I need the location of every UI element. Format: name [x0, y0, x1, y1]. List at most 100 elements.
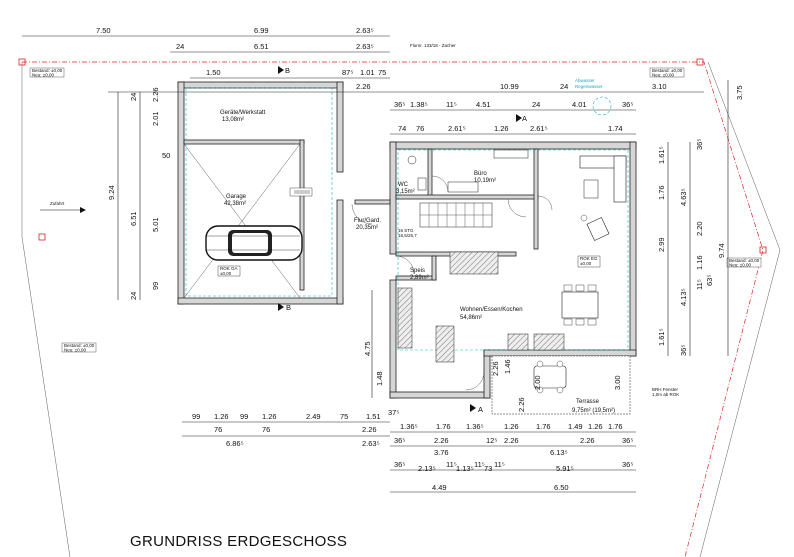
- dimension-label: 74: [398, 124, 406, 133]
- dimension-label: 4.63⁵: [679, 188, 688, 206]
- dimension-label: 1.13⁵: [456, 464, 474, 473]
- dimension-label: 4.13⁵: [679, 288, 688, 306]
- dimension-label: 2.26: [362, 425, 377, 434]
- dimension-label: 2.61⁵: [530, 124, 548, 133]
- dimension-label: 36⁵: [394, 436, 405, 445]
- drain-label-2: Regenwasser: [575, 84, 603, 89]
- dimension-label: 36⁵: [695, 139, 704, 150]
- dimension-label: 6.50: [554, 483, 569, 492]
- dimension-label: 3.10: [652, 82, 667, 91]
- dimension-label: 1.26: [262, 412, 277, 421]
- drawing-title: GRUNDRISS ERDGESCHOSS: [130, 533, 347, 550]
- dimension-label: 3.75: [735, 85, 744, 100]
- sideboard: [533, 333, 565, 351]
- dimension-label: 1.61⁵: [657, 146, 666, 164]
- room-area-wc: 3,15m²: [396, 189, 415, 195]
- parcel-label: Flurnr. 133/18 - Zacher: [410, 43, 456, 48]
- dimension-label: 2.01: [151, 111, 160, 126]
- room-name-living: Wohnen/Essen/Kochen: [460, 307, 523, 313]
- room-name-hall: Flur/Gard.: [354, 218, 381, 224]
- dimension-label: 2.99: [657, 237, 666, 252]
- kitchen-island: [435, 325, 455, 363]
- dimension-label: 24: [129, 292, 138, 300]
- dimension-label: 6.13⁵: [550, 448, 568, 457]
- room-name-pantry: Speis: [410, 268, 425, 274]
- dimension-label: 1.50: [206, 68, 221, 77]
- dimension-label: 11⁵: [695, 279, 704, 290]
- dimension-label: Neu: ±0,00: [729, 263, 751, 268]
- room-area-living: 54,86m²: [460, 315, 482, 321]
- dimension-label: 2.61⁵: [448, 124, 466, 133]
- room-area-garage: 42,38m²: [224, 201, 246, 207]
- room-area-office: 10,19m²: [474, 178, 496, 184]
- dimension-label: 36⁵: [679, 345, 688, 356]
- dimension-label: 3.00: [613, 375, 622, 390]
- room-name-office: Büro: [474, 171, 487, 177]
- room-area-pantry: 2,89m²: [410, 275, 429, 281]
- room-area-terrace: 9,75m² (19,5m²): [572, 408, 615, 414]
- section-marker-a-bottom: A: [470, 404, 483, 414]
- dimension-label: 11⁵: [494, 460, 505, 469]
- garage-walls: [177, 81, 344, 305]
- dimension-label: 4.49: [432, 483, 447, 492]
- dimension-label: 1.48: [375, 371, 384, 386]
- garage-outline: [185, 87, 333, 297]
- dimension-label: 50: [162, 151, 170, 160]
- dimension-label: Neu: ±0,00: [652, 73, 674, 78]
- dimension-label: 2.26: [504, 436, 519, 445]
- sofa: [579, 155, 627, 203]
- kitchen-counter-top: [449, 251, 499, 275]
- corner-tag-top-left: Bestand: ±0,00 Neu: ±0,00: [29, 67, 65, 78]
- dimension-label: 2.26: [517, 397, 526, 412]
- dimension-label: 99: [240, 412, 248, 421]
- dimension-label: 76: [262, 425, 270, 434]
- dimension-label: 1.46: [503, 359, 512, 374]
- dimension-label: 99: [151, 282, 160, 290]
- dimension-label: 2.26: [580, 436, 595, 445]
- dimension-label: 2.00: [533, 375, 542, 390]
- dimension-label: 1.76: [608, 422, 623, 431]
- dimension-label: Bestand: ±0,00: [64, 343, 95, 348]
- dimension-label: 3.76: [434, 448, 449, 457]
- terrace: [491, 355, 631, 415]
- entrance-arrow-icon: [40, 207, 86, 213]
- dimension-label: 2.63⁵: [362, 439, 380, 448]
- dimension-label: 2.26: [491, 361, 500, 376]
- dimension-label: 75: [340, 412, 348, 421]
- dimension-label: 73: [484, 464, 492, 473]
- corner-tag-right: Bestand: ±0,00 Neu: ±0,00: [726, 257, 762, 268]
- dimension-label: 9.74: [717, 243, 726, 258]
- dimension-label: 1.61⁵: [657, 328, 666, 346]
- dimension-label: Bestand: ±0,00: [729, 258, 760, 263]
- dimension-label: 5.91⁵: [556, 464, 574, 473]
- dimension-label: 6.51: [129, 211, 138, 226]
- dimension-label: 76: [214, 425, 222, 434]
- toilet-icon: [407, 155, 417, 165]
- dining-table: [561, 284, 599, 326]
- dimension-label: Bestand: ±0,00: [32, 68, 63, 73]
- cabinet: [507, 333, 529, 351]
- dimension-label: 1.36⁵: [466, 422, 484, 431]
- section-marker-b-bottom: B: [278, 303, 291, 312]
- dimension-label: B: [286, 303, 291, 312]
- dimension-label: 1.16: [695, 255, 704, 270]
- dimension-label: 24: [560, 82, 568, 91]
- dimension-label: 2.13⁵: [418, 464, 436, 473]
- dimension-label: 36⁵: [622, 460, 633, 469]
- dimension-label: 1.76: [436, 422, 451, 431]
- dimension-label: 36⁵: [622, 436, 633, 445]
- dimension-label: 1.76: [657, 185, 666, 200]
- room-name-workshop: Geräte/Werkstatt: [220, 110, 266, 116]
- dimension-label: 76: [416, 124, 424, 133]
- dimension-label: 7.50: [96, 26, 111, 35]
- dimension-label: 24: [176, 42, 184, 51]
- kitchen-counter-left: [397, 287, 413, 349]
- dimension-label: 2.20: [695, 221, 704, 236]
- dimension-label: Bestand: ±0,00: [652, 68, 683, 73]
- dimension-label: 1.26: [588, 422, 603, 431]
- rok-garage-tag: [217, 265, 241, 277]
- dimension-label: 6.51: [254, 42, 269, 51]
- room-name-garage: Garage: [226, 194, 247, 200]
- dimension-label: 5.01: [151, 217, 160, 232]
